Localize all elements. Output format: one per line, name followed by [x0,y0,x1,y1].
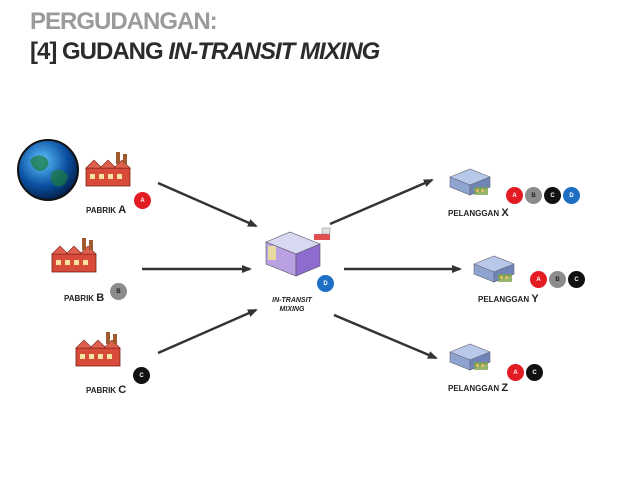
badge-d: D [317,275,334,292]
factory-icon [51,237,97,273]
customer-label-y: PELANGGAN Y [478,293,539,305]
arrow-factory-a-to-hub [157,181,258,228]
factory-icon [85,151,131,187]
factory-label-c: PABRIK C [86,384,127,396]
badge-b: B [110,283,127,300]
title-italic: IN-TRANSIT MIXING [168,38,380,65]
customer-building-icon [473,255,515,283]
factory-icon [75,331,121,367]
title-line-1: PERGUDANGAN: [30,8,218,35]
badge-d: D [563,187,580,204]
customer-building-icon [449,168,491,196]
badge-b: B [549,271,566,288]
mixing-warehouse-icon [265,227,331,277]
badge-c: C [544,187,561,204]
badge-a: A [134,192,151,209]
badge-a: A [530,271,547,288]
badge-c: C [568,271,585,288]
globe-icon [17,139,79,201]
arrow-hub-to-customer-x [329,178,434,226]
factory-label-b: PABRIK B [64,292,105,304]
badge-a: A [506,187,523,204]
customer-building-icon [449,343,491,371]
badge-c: C [133,367,150,384]
factory-label-a: PABRIK A [86,204,127,216]
title-prefix: [4] GUDANG [30,38,169,65]
customer-label-z: PELANGGAN Z [448,382,509,394]
badge-a: A [507,364,524,381]
badge-c: C [526,364,543,381]
customer-label-x: PELANGGAN X [448,207,509,219]
arrow-factory-c-to-hub [157,308,258,355]
arrow-hub-to-customer-z [333,313,438,360]
title-line-2: [4] GUDANG IN-TRANSIT MIXING [30,38,380,66]
badge-b: B [525,187,542,204]
